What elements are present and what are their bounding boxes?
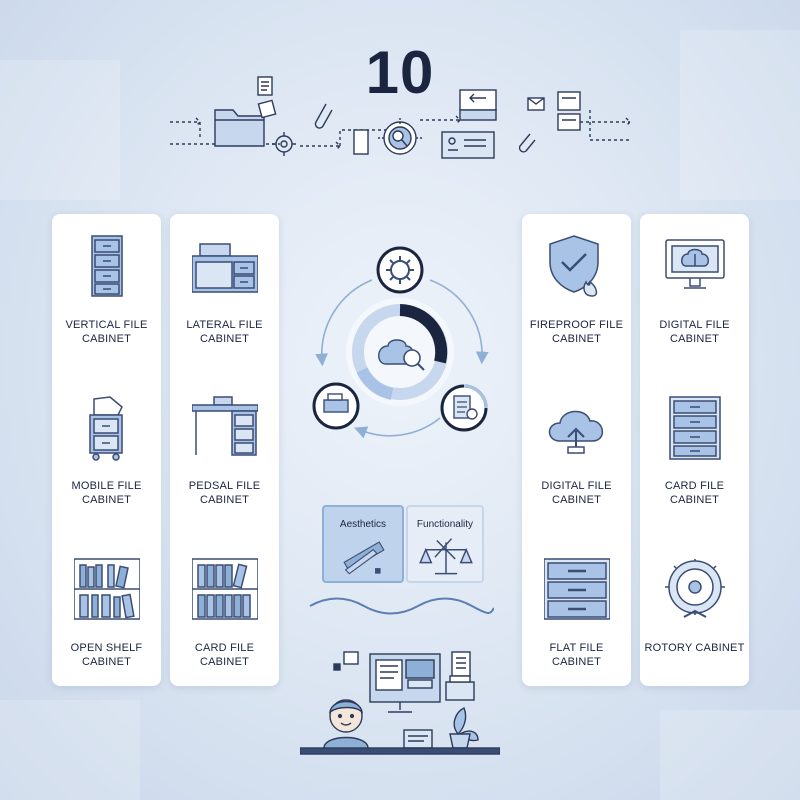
background-tile	[0, 60, 120, 200]
cabinet-node-icon	[312, 382, 360, 430]
cabinet-label: Mobile File Cabinet	[71, 480, 142, 506]
checklist-node-icon	[440, 384, 488, 432]
note-icon	[257, 99, 277, 119]
small-doc-icon	[353, 129, 369, 155]
cabinet-card: Open Shelf Cabinet	[52, 537, 161, 687]
background-tile	[680, 30, 800, 200]
wrench-scale-icon	[419, 538, 473, 575]
monitor-icon	[369, 653, 441, 713]
ruler-pencil-icon	[343, 541, 385, 575]
cabinet-card: Rotory Cabinet	[640, 537, 749, 687]
cabinet-label: Vertical File Cabinet	[65, 319, 148, 345]
dashed-arrow-icon	[300, 129, 390, 151]
cloud-upload-icon	[544, 395, 610, 461]
aesthetics-label: Aesthetics	[339, 519, 387, 530]
cabinet-label: Open Shelf Cabinet	[70, 642, 143, 668]
cabinet-label: Card File Cabinet	[194, 642, 255, 668]
cabinet-card: Digital File Cabinet	[522, 375, 631, 525]
cabinet-card: Flat File Cabinet	[522, 537, 631, 687]
search-lens-icon	[378, 118, 422, 155]
drawer-stack-icon	[662, 395, 728, 461]
gear-node-icon	[376, 246, 424, 294]
person-at-desk-illustration	[300, 651, 500, 755]
folder-icon	[214, 109, 265, 147]
background-tile	[660, 710, 800, 800]
functionality-box: Functionality	[406, 505, 484, 583]
floating-doc-icon	[333, 651, 359, 671]
person-avatar	[323, 699, 369, 749]
id-card-icon	[441, 131, 495, 159]
cabinet-label: Pedsal File Cabinet	[188, 480, 261, 506]
arrow-right-icon	[420, 115, 461, 125]
open-shelf-icon	[73, 557, 141, 623]
pedestal-desk-icon	[191, 395, 259, 461]
card-shelf-icon	[191, 557, 259, 623]
functionality-label: Functionality	[416, 519, 474, 530]
flat-drawers-icon	[543, 557, 611, 623]
rotary-dial-icon	[662, 557, 728, 623]
gear-icon	[272, 132, 296, 156]
document-icon	[257, 76, 273, 96]
printer-icon	[445, 675, 475, 701]
cabinet-label: Fireproof File Cabinet	[529, 319, 624, 345]
monitor-brain-icon	[662, 234, 728, 300]
tray-icon	[459, 89, 497, 121]
envelope-icon	[527, 97, 545, 111]
page-title: 10	[365, 39, 435, 106]
cabinet-card: Mobile File Cabinet	[52, 375, 161, 525]
workflow-strip	[170, 76, 631, 159]
mobile-cabinet-icon	[74, 395, 140, 461]
cabinet-card: Lateral File Cabinet	[170, 214, 279, 364]
cabinet-card: Card File Cabinet	[640, 375, 749, 525]
cabinet-card: Vertical File Cabinet	[52, 214, 161, 364]
cabinet-card: Fireproof File Cabinet	[522, 214, 631, 364]
desk-surface	[300, 747, 500, 755]
cabinet-label: Digital File Cabinet	[541, 480, 612, 506]
cabinet-label: Lateral File Cabinet	[186, 319, 263, 345]
balance-panel: Aesthetics Functionality	[322, 505, 484, 585]
cabinet-label: Card File Cabinet	[664, 480, 725, 506]
background-tile	[0, 700, 140, 800]
cabinet-card: Digital File Cabinet	[640, 214, 749, 364]
cabinet-label: Digital File Cabinet	[659, 319, 730, 345]
clipboard-icon	[451, 651, 471, 677]
aesthetics-box: Aesthetics	[322, 505, 404, 583]
folder-desk-icon	[403, 729, 433, 749]
dashed-arrow-right-icon	[580, 110, 631, 141]
cabinet-card: Card File Cabinet	[170, 537, 279, 687]
cycle-diagram	[312, 246, 489, 439]
paperclip-icon-2	[518, 133, 536, 153]
cabinet-label: Flat File Cabinet	[549, 642, 604, 668]
stacked-folders-icon	[557, 91, 581, 131]
plant-icon	[449, 707, 479, 749]
shield-fire-icon	[544, 234, 610, 300]
cycle-arrows	[315, 279, 489, 439]
cabinet-card: Pedsal File Cabinet	[170, 375, 279, 525]
cabinet-label: Rotory Cabinet	[644, 642, 745, 654]
lateral-cabinet-icon	[191, 234, 259, 300]
vertical-cabinet-icon	[74, 234, 140, 300]
wave-divider	[309, 597, 494, 615]
brain-search-icon	[346, 298, 454, 406]
paperclip-icon	[314, 103, 333, 129]
